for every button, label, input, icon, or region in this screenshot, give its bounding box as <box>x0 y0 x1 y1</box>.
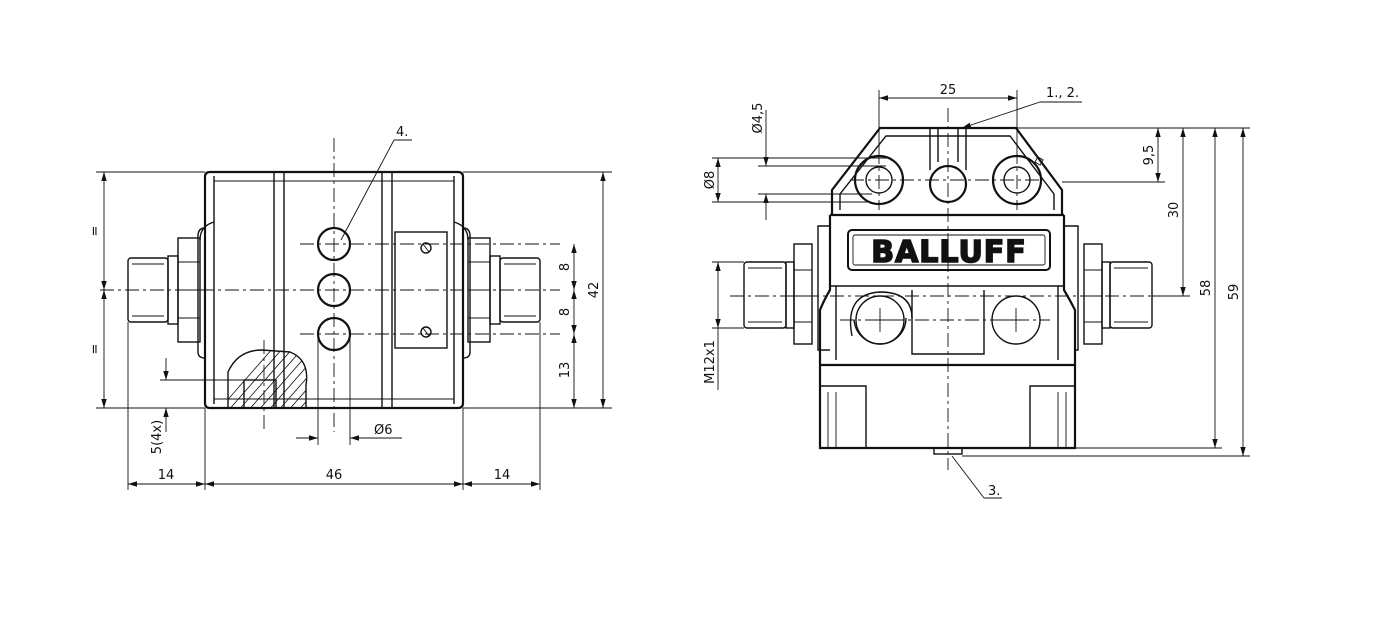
dim-hole-spacing: 25 <box>940 83 957 98</box>
side-dimension-texts: 14 46 14 42 8 8 13 = = 5(4x) Ø6 4. <box>88 125 602 483</box>
dim-height-59: 59 <box>1227 284 1242 301</box>
dim-bore-counter: Ø8 <box>703 171 718 190</box>
side-center-lines <box>100 138 560 432</box>
front-base <box>818 365 1077 455</box>
side-dimension-lines <box>96 139 612 490</box>
front-dimension-lines <box>712 90 1250 499</box>
dim-connector-thread: M12x1 <box>703 340 718 384</box>
dim-height-30: 30 <box>1167 202 1182 219</box>
dim-top-offset: 9,5 <box>1142 145 1157 166</box>
dim-bore-small: Ø4,5 <box>751 103 766 134</box>
dim-pitch-upper: 8 <box>558 263 573 271</box>
dim-right-connector: 14 <box>494 468 511 483</box>
brand-logo-text: BALLUFF <box>871 235 1027 270</box>
front-left-connector <box>743 225 830 351</box>
dim-equal-lower: = <box>88 344 103 355</box>
dim-pitch-lower: 8 <box>558 308 573 316</box>
dim-hole-diameter: Ø6 <box>374 423 393 438</box>
callout-holes: 4. <box>396 125 408 140</box>
dim-height-58: 58 <box>1199 280 1214 297</box>
front-lower-bores <box>849 291 1041 345</box>
dim-hole-offset: 13 <box>558 362 573 379</box>
front-right-connector <box>1064 225 1153 351</box>
front-view: BALLUFF <box>703 83 1250 499</box>
dim-body-width: 46 <box>326 468 343 483</box>
callout-top: 1., 2. <box>1046 86 1079 101</box>
side-section-cut <box>227 349 308 409</box>
dim-equal-upper: = <box>88 226 103 237</box>
dim-left-connector: 14 <box>158 468 175 483</box>
front-center-lines <box>730 108 1170 470</box>
side-view: 14 46 14 42 8 8 13 = = 5(4x) Ø6 4. <box>88 125 612 490</box>
callout-bottom: 3. <box>988 484 1000 499</box>
dim-total-height: 42 <box>587 282 602 299</box>
dim-mounting-thread: 5(4x) <box>150 420 165 454</box>
front-dimension-texts: 25 Ø4,5 Ø8 M12x1 9,5 30 58 59 1., 2. 3. <box>703 83 1242 499</box>
balluff-logo: BALLUFF <box>847 229 1051 271</box>
